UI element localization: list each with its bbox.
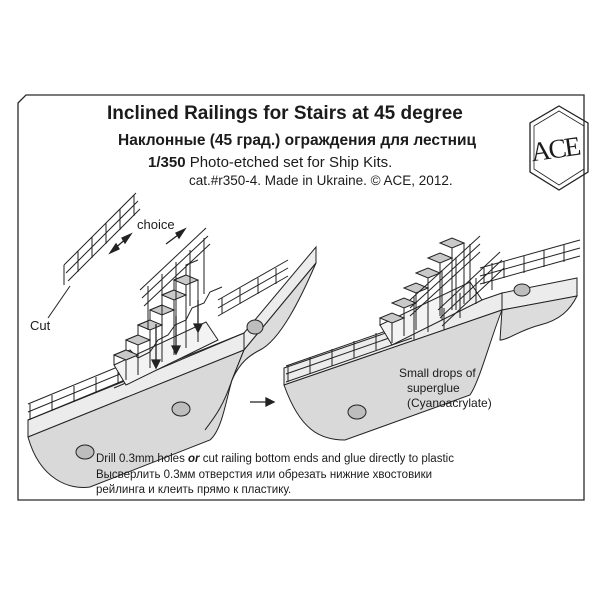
cut-label: Cut [30, 318, 51, 333]
right-upper-railing [479, 239, 581, 285]
left-stairs [112, 259, 223, 386]
instruction-en-end: cut railing bottom ends and glue directl… [199, 453, 454, 465]
instruction-en-or: or [188, 453, 200, 465]
scale-value: 1/350 [148, 154, 186, 171]
arrows [47, 227, 419, 408]
instruction-en: Drill 0.3mm holes or cut railing bottom … [96, 453, 454, 465]
left-railing-part-a [63, 192, 141, 285]
scale-description: Photo-etched set for Ship Kits. [185, 154, 393, 171]
glue-label-line1: Small drops of [399, 366, 476, 380]
card-title: Inclined Railings for Stairs at 45 degre… [107, 103, 463, 124]
catalog-line: cat.#r350-4. Made in Ukraine. © ACE, 201… [189, 173, 453, 188]
scale-line: 1/350 Photo-etched set for Ship Kits. [148, 154, 392, 171]
ace-logo [529, 105, 589, 191]
instruction-ru-line1: Высверлить 0.3мм отверстия или обрезать … [96, 469, 433, 481]
left-upper-railing [217, 259, 289, 317]
left-railing-part-b [139, 227, 211, 330]
left-hull [27, 245, 317, 488]
right-installed-railings [409, 235, 505, 340]
instruction-ru-line2: рейлинга и клеить прямо к пластику. [96, 484, 292, 496]
ace-logo-letters: ACE [529, 130, 581, 168]
choice-label: choice [137, 217, 175, 232]
glue-label-line2: superglue [407, 381, 460, 395]
glue-label-line3: (Cyanoacrylate) [407, 396, 492, 410]
instruction-en-start: Drill 0.3mm holes [96, 453, 189, 465]
card-title-ru: Наклонные (45 град.) ограждения для лест… [118, 132, 477, 149]
